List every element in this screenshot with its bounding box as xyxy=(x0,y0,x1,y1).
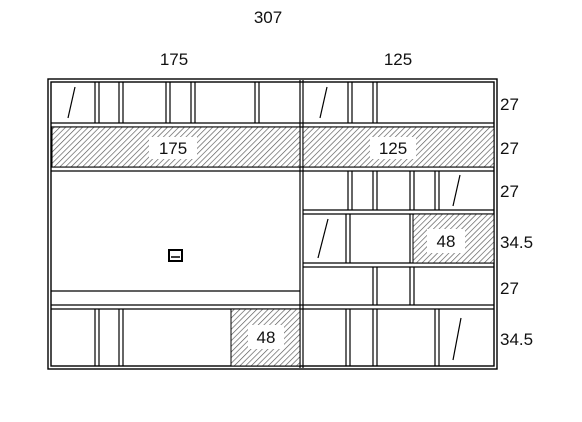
overall-width-label: 307 xyxy=(254,8,282,27)
row4-right-dividers xyxy=(317,214,411,263)
right-band-label-bg xyxy=(370,137,416,159)
row-height-label: 27 xyxy=(500,279,519,298)
slanted-book xyxy=(452,317,462,361)
row6-left-dividers xyxy=(94,309,124,366)
right-box-label-bg xyxy=(427,229,465,253)
row1-right-dividers xyxy=(319,82,378,123)
row5-right-dividers xyxy=(372,267,415,305)
bottom-box-label-bg xyxy=(248,325,284,349)
left-band-label-bg xyxy=(149,137,197,159)
row1-left-dividers xyxy=(67,82,260,123)
tv-icon xyxy=(168,249,183,262)
shelves xyxy=(51,122,494,310)
slanted-book xyxy=(67,86,76,119)
row-height-label: 34.5 xyxy=(500,330,533,349)
outer-frame xyxy=(47,78,498,370)
bottom-box-label: 48 xyxy=(257,328,276,347)
right-box-label: 48 xyxy=(437,232,456,251)
row-height-label: 27 xyxy=(500,139,519,158)
row6-right-dividers xyxy=(345,309,462,366)
left-width-label: 175 xyxy=(160,50,188,69)
left-band-label: 175 xyxy=(159,139,187,158)
right-band-label: 125 xyxy=(379,139,407,158)
row-height-label: 27 xyxy=(500,95,519,114)
slanted-book xyxy=(319,86,328,119)
right-width-label: 125 xyxy=(384,50,412,69)
row3-right-dividers xyxy=(347,171,461,210)
row-height-label: 34.5 xyxy=(500,233,533,252)
row-height-label: 27 xyxy=(500,182,519,201)
slanted-book xyxy=(317,218,329,259)
slanted-book xyxy=(452,174,461,207)
